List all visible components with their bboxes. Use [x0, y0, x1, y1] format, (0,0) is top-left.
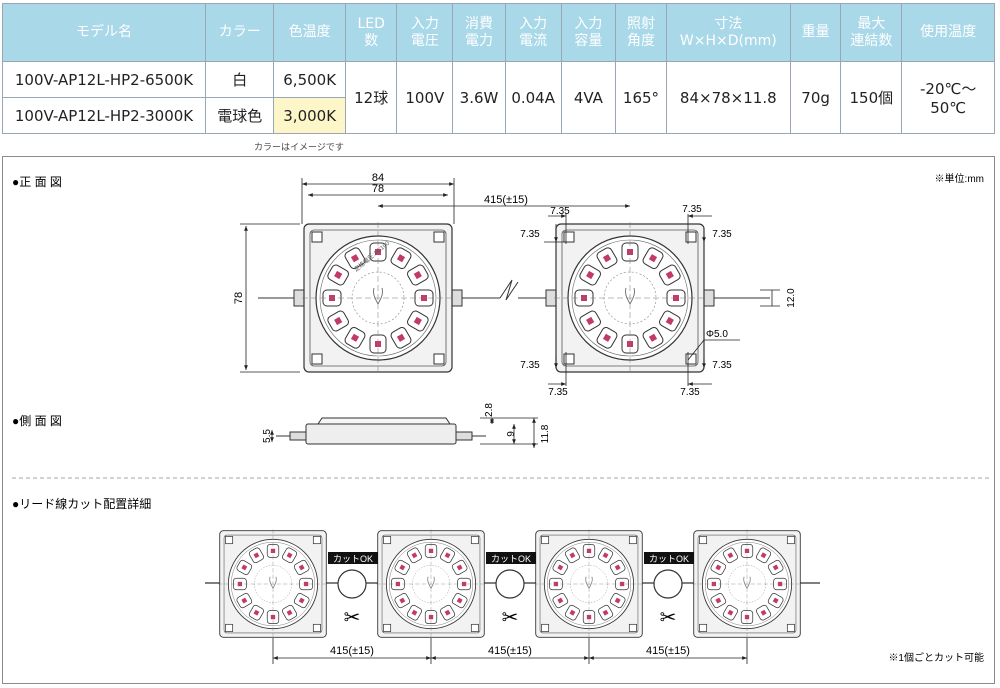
header-model: モデル名 — [1, 3, 207, 62]
dim-55: 5.5 — [262, 429, 273, 443]
dim-735-bl2: 7.35 — [548, 387, 568, 398]
side-view-title: ●側 面 図 — [12, 414, 62, 428]
dim-735-bl: 7.35 — [520, 360, 540, 371]
dim-9: 9 — [506, 431, 517, 437]
dim-spacing-front: 415(±15) — [484, 194, 528, 206]
header-power: 消費 電力 — [452, 3, 506, 62]
dim-spacing-2: 415(±15) — [488, 645, 532, 657]
dim-735-tl2: 7.35 — [520, 229, 540, 240]
header-capacity: 入力 容量 — [560, 3, 617, 62]
cell-current: 0.04A — [504, 61, 562, 134]
dim-28: 2.8 — [484, 403, 495, 417]
lead-dims — [272, 638, 748, 664]
dim-hole: Φ5.0 — [706, 329, 728, 340]
dim-735-br2: 7.35 — [680, 387, 700, 398]
header-color: カラー — [205, 3, 275, 62]
cell-temp-highlight: 3,000K — [273, 97, 346, 134]
cell-temp: 6,500K — [273, 61, 346, 98]
header-current: 入力 電流 — [504, 3, 562, 62]
dim-12: 12.0 — [786, 288, 797, 308]
side-view — [276, 417, 486, 445]
cut-marker-1: カットOK ✂ — [328, 552, 378, 629]
header-weight: 重量 — [789, 3, 842, 62]
spec-table: モデル名 カラー 色温度 LED 数 入力 電圧 消費 電力 入力 電流 入力 … — [1, 3, 995, 134]
dim-84: 84 — [372, 172, 384, 184]
cell-temp-range: -20℃〜50℃ — [901, 61, 995, 134]
dim-spacing-3: 415(±15) — [646, 645, 690, 657]
break-mark — [499, 279, 519, 301]
cell-capacity: 4VA — [560, 61, 617, 134]
cut-marker-3: カットOK ✂ — [644, 552, 694, 629]
cell-model: 100V-AP12L-HP2-6500K — [1, 61, 207, 98]
cell-angle: 165° — [615, 61, 667, 134]
dim-118: 11.8 — [540, 424, 551, 443]
table-header-row: モデル名 カラー 色温度 LED 数 入力 電圧 消費 電力 入力 電流 入力 … — [1, 3, 995, 62]
dims-front-left — [240, 178, 630, 373]
dim-78-h: 78 — [233, 292, 245, 304]
cut-ok-label: カットOK — [649, 554, 689, 564]
dim-735-br: 7.35 — [712, 360, 732, 371]
color-note: カラーはイメージです — [254, 143, 344, 153]
cell-voltage: 100V — [396, 61, 454, 134]
front-module-left: 定格電圧:AC100 — [258, 221, 500, 375]
dim-735-tl: 7.35 — [550, 206, 570, 217]
dim-735-tr2: 7.35 — [712, 229, 732, 240]
dims-front-right — [544, 214, 780, 386]
side-dims — [270, 417, 538, 448]
dim-78-w: 78 — [372, 183, 384, 195]
header-use-temp: 使用温度 — [901, 3, 995, 62]
cut-ok-label: カットOK — [333, 554, 373, 564]
lead-cut-title: ●リード線カット配置詳細 — [12, 496, 151, 511]
cell-color: 電球色 — [205, 97, 275, 134]
header-voltage: 入力 電圧 — [396, 3, 454, 62]
dim-735-tr: 7.35 — [682, 204, 702, 215]
cell-model: 100V-AP12L-HP2-3000K — [1, 97, 207, 134]
header-max-links: 最大 連結数 — [840, 3, 903, 62]
cell-weight: 70g — [789, 61, 842, 134]
table-row: 100V-AP12L-HP2-3000K 電球色 3,000K — [1, 97, 995, 134]
scissors-icon: ✂ — [344, 607, 361, 629]
cell-power: 3.6W — [452, 61, 506, 134]
unit-note: ※単位:mm — [935, 172, 984, 185]
drawing-panel — [2, 156, 995, 684]
cell-max-links: 150個 — [840, 61, 903, 134]
cut-note: ※1個ごとカット可能 — [888, 651, 984, 664]
cell-led: 12球 — [344, 61, 398, 134]
front-module-right — [545, 221, 770, 375]
front-view-title: ●正 面 図 — [12, 175, 62, 189]
cut-ok-label: カットOK — [491, 554, 531, 564]
table-row: 100V-AP12L-HP2-6500K 白 6,500K 12球 100V 3… — [1, 61, 995, 134]
cell-color: 白 — [205, 61, 275, 98]
cut-marker-2: カットOK ✂ — [486, 552, 536, 629]
dim-spacing-1: 415(±15) — [330, 645, 374, 657]
scissors-icon: ✂ — [660, 607, 677, 629]
scissors-icon: ✂ — [502, 607, 519, 629]
